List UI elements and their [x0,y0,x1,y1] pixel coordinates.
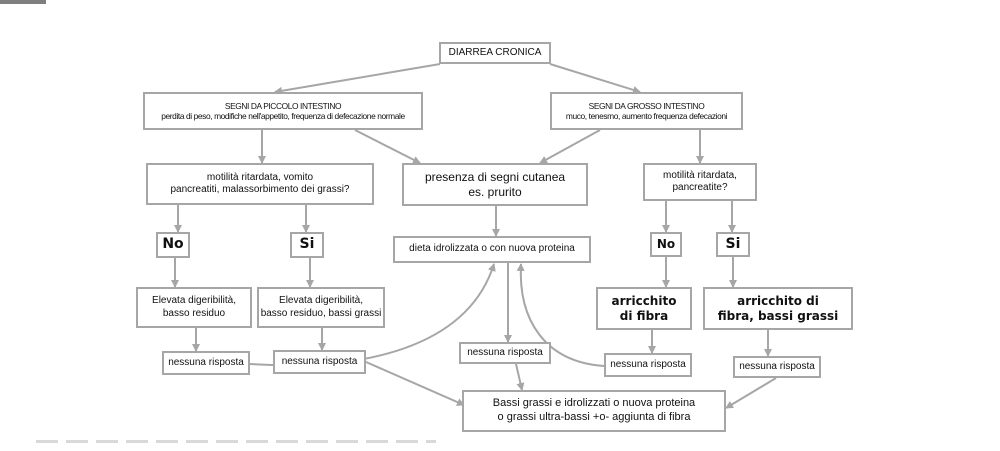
large-intestine-detail: muco, tenesmo, aumento frequenza defecaz… [565,111,728,121]
node-fiber-enriched: arricchito di fibra [596,287,692,330]
si-right-label: Si [725,235,741,252]
no-left-label: No [162,236,184,253]
arrow-root-to-large [549,63,641,94]
arrow-response-3-to-final [515,363,525,391]
fiber-enriched-line1: arricchito [611,293,677,308]
arrow-response-2-to-final [365,361,465,406]
root-node-label: DIARREA CRONICA [448,46,542,58]
corner-mark [0,0,46,4]
motility-left-line2: pancreatiti, malassorbimento dei grassi? [170,184,350,195]
motility-left-line1: motilità ritardata, vomito [206,171,314,183]
no-response-4-label: nessuna risposta [610,358,686,370]
node-small-intestine-signs: SEGNI DA PICCOLO INTESTINO perdita di pe… [143,92,423,130]
node-final-recommendation: Bassi grassi e idrolizzati o nuova prote… [462,390,726,432]
motility-right-line2: pancreatite? [672,182,728,193]
node-high-digest-low-residue: Elevata digeribilità, basso residuo [136,287,252,328]
node-no-response-4: nessuna risposta [604,353,692,377]
no-response-1-label: nessuna risposta [168,356,244,368]
node-diet-hydrolyzed: dieta idrolizzata o con nuova proteina [393,236,591,263]
high-digest-low-fat-line1: Elevata digeribilità, [279,295,363,306]
node-motility-right: motilità ritardata, pancreatite? [643,163,757,201]
node-no-left: No [156,232,190,258]
small-intestine-title: SEGNI DA PICCOLO INTESTINO [224,100,342,111]
node-no-response-5: nessuna risposta [733,356,821,378]
arrow-large-to-skin [539,129,601,164]
node-no-response-1: nessuna risposta [162,351,250,375]
skin-signs-line2: es. prurito [468,184,522,199]
final-line2: o grassi ultra-bassi +o- aggiunta di fib… [497,411,691,423]
arrow-small-to-skin [354,129,421,164]
node-large-intestine-signs: SEGNI DA GROSSO INTESTINO muco, tenesmo,… [550,92,743,130]
final-line1: Bassi grassi e idrolizzati o nuova prote… [492,397,696,410]
arrow-response-4-loop-to-diet [516,263,605,367]
skin-signs-line1: presenza di segni cutanea [424,169,566,184]
root-node-chronic-diarrhea: DIARREA CRONICA [439,42,551,64]
node-no-response-2: nessuna risposta [273,350,366,374]
small-intestine-detail: perdita di peso, modifiche nell'appetito… [161,111,405,121]
no-response-5-label: nessuna risposta [739,360,815,372]
fiber-low-fat-line1: arricchito di [737,293,819,308]
fiber-enriched-line2: di fibra [619,308,669,323]
si-left-label: Si [299,236,315,253]
node-si-left: Si [290,232,324,258]
node-high-digest-low-fat: Elevata digeribilità, basso residuo, bas… [257,287,385,328]
large-intestine-title: SEGNI DA GROSSO INTESTINO [588,100,705,111]
node-no-response-3: nessuna risposta [459,342,551,364]
high-digest-low-residue-line1: Elevata digeribilità, [152,295,236,306]
high-digest-low-residue-line2: basso residuo [162,307,226,319]
diet-hydrolyzed-label: dieta idrolizzata o con nuova proteina [409,243,575,255]
node-fiber-low-fat: arricchito di fibra, bassi grassi [703,287,853,330]
node-si-right: Si [716,232,750,257]
arrow-response-5-to-final [725,377,777,409]
node-no-right: No [650,232,682,257]
bottom-faded-text-row [36,440,436,443]
node-skin-signs: presenza di segni cutanea es. prurito [402,163,588,206]
motility-right-line1: motilità ritardata, [663,169,737,181]
no-right-label: No [656,237,676,251]
fiber-low-fat-line2: fibra, bassi grassi [717,308,839,323]
no-response-3-label: nessuna risposta [467,346,543,358]
no-response-2-label: nessuna risposta [281,355,358,367]
high-digest-low-fat-line2: basso residuo, bassi grassi [260,307,382,319]
node-motility-left: motilità ritardata, vomito pancreatiti, … [146,163,374,205]
arrow-root-to-small [274,63,441,95]
